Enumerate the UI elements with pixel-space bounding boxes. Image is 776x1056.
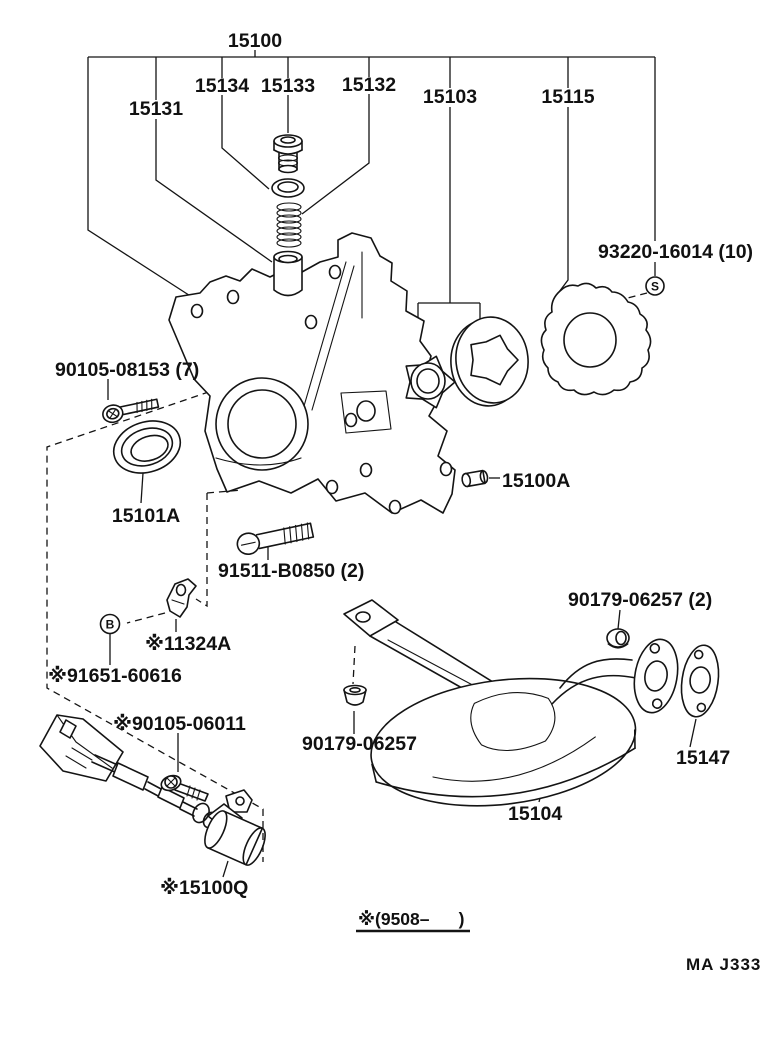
crank-sensor-drawing bbox=[39, 714, 266, 866]
sensor-bolt-drawing bbox=[160, 774, 209, 802]
strainer-nut-left-drawing bbox=[343, 684, 367, 706]
oil-seal-drawing bbox=[112, 420, 182, 474]
label-body-bolt: 90105-08153 (7) bbox=[55, 359, 199, 381]
label-straight-pin: 15100A bbox=[502, 470, 570, 492]
relief-valve-gasket-drawing bbox=[271, 178, 305, 198]
relief-valve-plunger-drawing bbox=[273, 250, 303, 297]
label-flange-nut: 90179-06257 (2) bbox=[568, 589, 712, 611]
union-bolt-drawing bbox=[236, 522, 315, 556]
label-relief-plunger: 15131 bbox=[129, 98, 183, 120]
relief-valve-plug-drawing bbox=[273, 134, 303, 174]
symbol-b-letter: B bbox=[106, 618, 115, 632]
label-oil-seal: 15101A bbox=[112, 505, 180, 527]
applicability-note: ※(9508– ) bbox=[358, 909, 465, 929]
label-flange-gasket: 15147 bbox=[676, 747, 730, 769]
label-o-ring: ※91651-60616 bbox=[48, 665, 182, 687]
label-leader-lines bbox=[87, 50, 697, 878]
label-pump-body-cover: 15115 bbox=[541, 86, 594, 108]
label-relief-spring: 15132 bbox=[342, 74, 396, 96]
label-wire-clamp: ※11324A bbox=[145, 633, 231, 655]
symbol-s-letter: S bbox=[651, 280, 659, 294]
label-oil-strainer: 15104 bbox=[508, 803, 562, 825]
label-rotor-set: 15103 bbox=[423, 86, 477, 108]
relief-valve-spring-drawing bbox=[276, 202, 302, 248]
flange-nut-drawing bbox=[606, 628, 630, 649]
oring-symbol-b bbox=[99, 613, 121, 635]
label-cover-screw: 93220-16014 (10) bbox=[598, 241, 753, 263]
label-crank-sensor: ※15100Q bbox=[160, 877, 248, 899]
label-relief-gasket: 15134 bbox=[195, 75, 249, 97]
pump-cover-plate-drawing bbox=[540, 282, 652, 396]
sheet-code: MA J333 bbox=[686, 955, 761, 974]
oil-strainer-drawing bbox=[343, 599, 679, 807]
flange-gasket-drawing bbox=[680, 644, 720, 718]
rotor-set-drawing bbox=[405, 316, 529, 409]
screw-symbol-s bbox=[645, 276, 665, 296]
label-strainer-bolt-nut: 90179-06257 bbox=[302, 733, 417, 755]
wire-clamp-drawing bbox=[166, 578, 197, 618]
body-bolt-drawing bbox=[102, 398, 160, 424]
label-union-bolt: 91511-B0850 (2) bbox=[218, 560, 364, 582]
label-sensor-bolt: ※90105-06011 bbox=[113, 713, 246, 735]
oil-pump-body-drawing bbox=[168, 232, 456, 515]
straight-pin-drawing bbox=[461, 469, 489, 488]
label-relief-plug: 15133 bbox=[261, 75, 315, 97]
label-pump-assy: 15100 bbox=[228, 30, 282, 52]
